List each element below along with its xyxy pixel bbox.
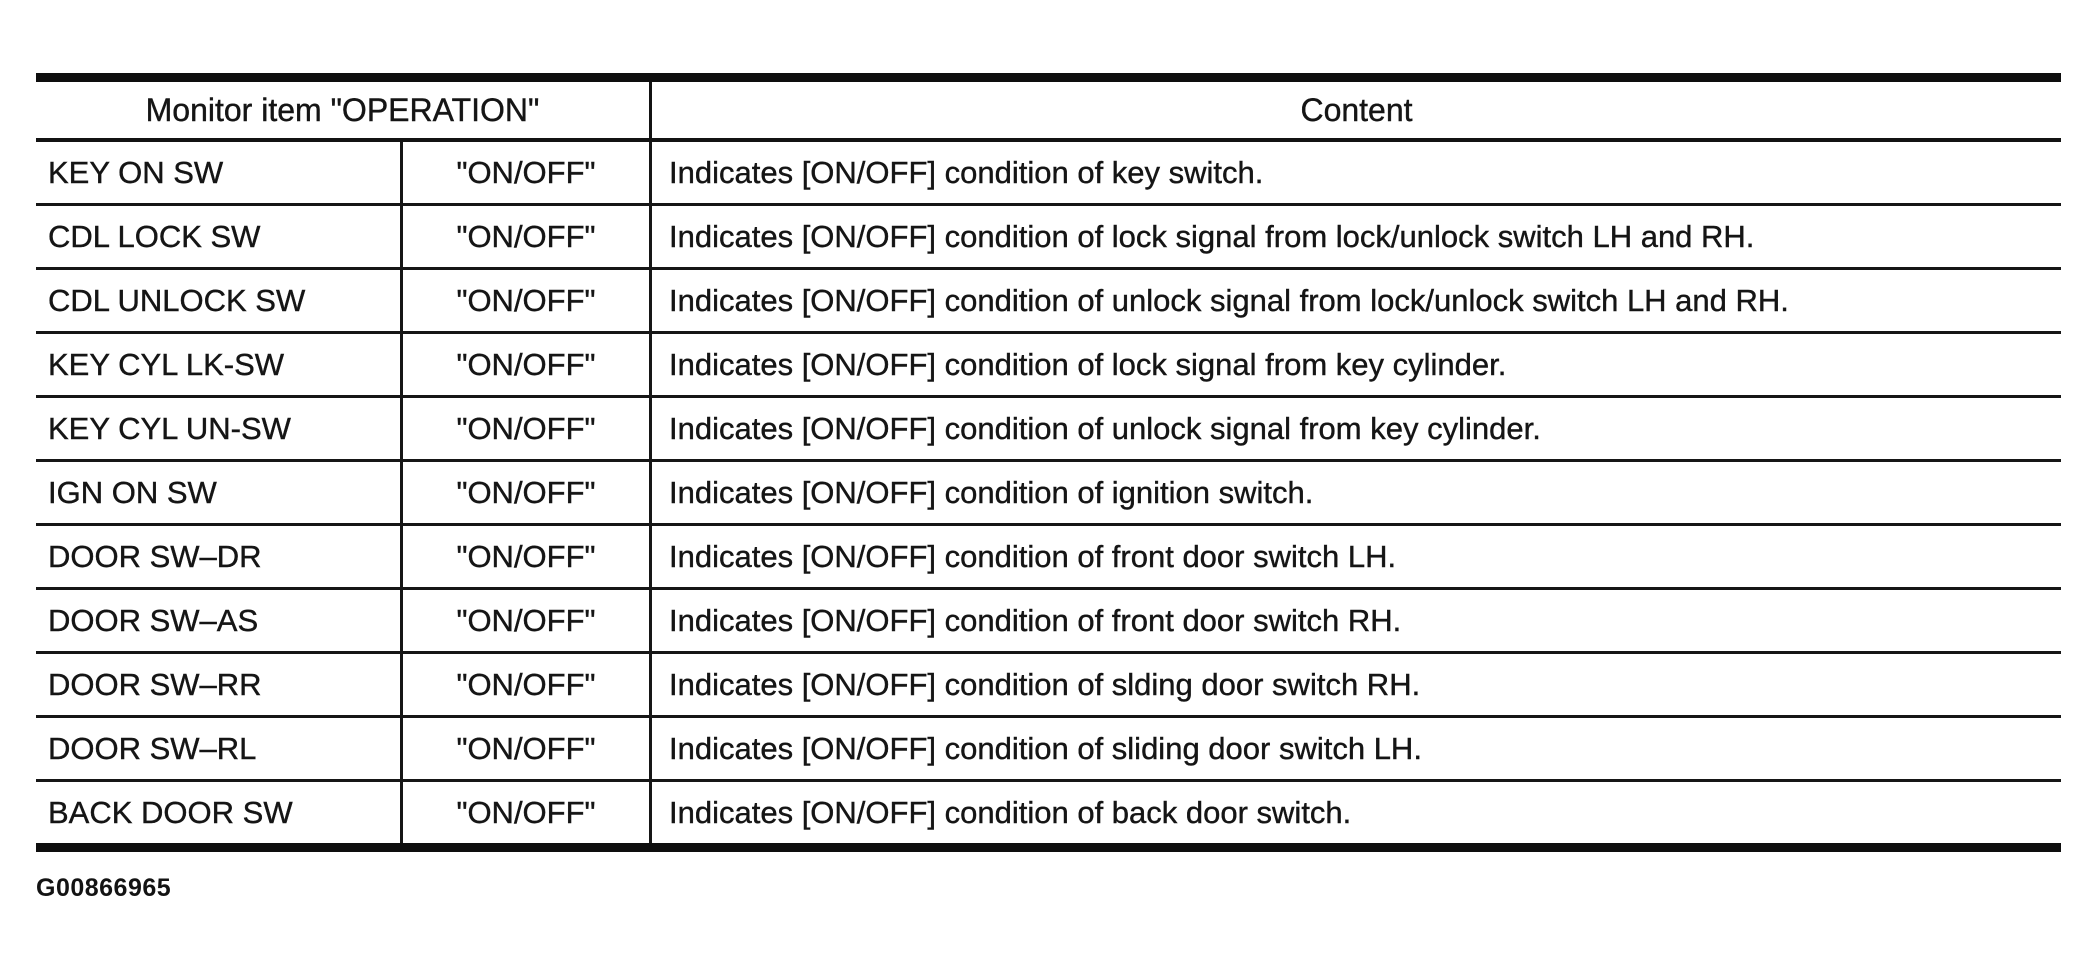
- table-row: DOOR SW–RL "ON/OFF" Indicates [ON/OFF] c…: [36, 715, 2061, 779]
- header-cell-monitor-item: Monitor item "OPERATION": [36, 82, 652, 138]
- operation-cell: "ON/OFF": [403, 462, 652, 523]
- content-cell: Indicates [ON/OFF] condition of sliding …: [652, 718, 2061, 779]
- monitor-item-label: KEY ON SW: [48, 154, 224, 190]
- operation-value: "ON/OFF": [456, 154, 596, 190]
- operation-cell: "ON/OFF": [403, 206, 652, 267]
- content-cell: Indicates [ON/OFF] condition of slding d…: [652, 654, 2061, 715]
- monitor-item-cell: KEY CYL LK-SW: [36, 334, 403, 395]
- table-row: CDL UNLOCK SW "ON/OFF" Indicates [ON/OFF…: [36, 267, 2061, 331]
- content-text: Indicates [ON/OFF] condition of key swit…: [669, 154, 1264, 190]
- operation-value: "ON/OFF": [456, 410, 596, 446]
- monitor-item-cell: BACK DOOR SW: [36, 782, 403, 843]
- content-text: Indicates [ON/OFF] condition of lock sig…: [669, 218, 1755, 254]
- content-text: Indicates [ON/OFF] condition of sliding …: [669, 730, 1422, 766]
- operation-cell: "ON/OFF": [403, 398, 652, 459]
- monitor-item-cell: DOOR SW–RR: [36, 654, 403, 715]
- table-row: IGN ON SW "ON/OFF" Indicates [ON/OFF] co…: [36, 459, 2061, 523]
- content-text: Indicates [ON/OFF] condition of slding d…: [669, 666, 1421, 702]
- content-text: Indicates [ON/OFF] condition of unlock s…: [669, 410, 1541, 446]
- content-text: Indicates [ON/OFF] condition of lock sig…: [669, 346, 1507, 382]
- operation-value: "ON/OFF": [456, 730, 596, 766]
- operation-cell: "ON/OFF": [403, 590, 652, 651]
- table-body: KEY ON SW "ON/OFF" Indicates [ON/OFF] co…: [36, 142, 2061, 843]
- table-header-row: Monitor item "OPERATION" Content: [36, 82, 2061, 142]
- figure-id-label: G00866965: [36, 874, 172, 902]
- monitor-item-cell: KEY CYL UN-SW: [36, 398, 403, 459]
- operation-cell: "ON/OFF": [403, 654, 652, 715]
- monitor-item-table: Monitor item "OPERATION" Content KEY ON …: [36, 73, 2061, 852]
- table-row: DOOR SW–AS "ON/OFF" Indicates [ON/OFF] c…: [36, 587, 2061, 651]
- table-row: KEY CYL UN-SW "ON/OFF" Indicates [ON/OFF…: [36, 395, 2061, 459]
- monitor-item-label: KEY CYL LK-SW: [48, 346, 285, 382]
- content-cell: Indicates [ON/OFF] condition of unlock s…: [652, 398, 2061, 459]
- monitor-item-label: DOOR SW–DR: [48, 538, 262, 574]
- content-cell: Indicates [ON/OFF] condition of lock sig…: [652, 334, 2061, 395]
- operation-value: "ON/OFF": [456, 218, 596, 254]
- table-row: DOOR SW–RR "ON/OFF" Indicates [ON/OFF] c…: [36, 651, 2061, 715]
- monitor-item-cell: DOOR SW–RL: [36, 718, 403, 779]
- content-text: Indicates [ON/OFF] condition of back doo…: [669, 794, 1352, 830]
- monitor-item-label: KEY CYL UN-SW: [48, 410, 291, 446]
- monitor-item-cell: IGN ON SW: [36, 462, 403, 523]
- operation-value: "ON/OFF": [456, 474, 596, 510]
- operation-value: "ON/OFF": [456, 666, 596, 702]
- operation-value: "ON/OFF": [456, 346, 596, 382]
- operation-cell: "ON/OFF": [403, 270, 652, 331]
- operation-cell: "ON/OFF": [403, 334, 652, 395]
- content-cell: Indicates [ON/OFF] condition of front do…: [652, 526, 2061, 587]
- monitor-item-label: BACK DOOR SW: [48, 794, 293, 830]
- operation-value: "ON/OFF": [456, 538, 596, 574]
- monitor-item-label: DOOR SW–AS: [48, 602, 259, 638]
- operation-cell: "ON/OFF": [403, 142, 652, 203]
- monitor-item-cell: CDL LOCK SW: [36, 206, 403, 267]
- content-cell: Indicates [ON/OFF] condition of lock sig…: [652, 206, 2061, 267]
- table-row: KEY ON SW "ON/OFF" Indicates [ON/OFF] co…: [36, 142, 2061, 203]
- table-row: BACK DOOR SW "ON/OFF" Indicates [ON/OFF]…: [36, 779, 2061, 843]
- monitor-item-cell: DOOR SW–AS: [36, 590, 403, 651]
- monitor-item-cell: CDL UNLOCK SW: [36, 270, 403, 331]
- table-row: DOOR SW–DR "ON/OFF" Indicates [ON/OFF] c…: [36, 523, 2061, 587]
- content-text: Indicates [ON/OFF] condition of unlock s…: [669, 282, 1789, 318]
- header-cell-content: Content: [652, 82, 2061, 138]
- monitor-item-label: CDL UNLOCK SW: [48, 282, 306, 318]
- content-cell: Indicates [ON/OFF] condition of key swit…: [652, 142, 2061, 203]
- header-content-label: Content: [1300, 91, 1413, 128]
- monitor-item-label: CDL LOCK SW: [48, 218, 261, 254]
- content-cell: Indicates [ON/OFF] condition of back doo…: [652, 782, 2061, 843]
- monitor-item-label: DOOR SW–RL: [48, 730, 257, 766]
- content-text: Indicates [ON/OFF] condition of front do…: [669, 538, 1397, 574]
- operation-cell: "ON/OFF": [403, 526, 652, 587]
- operation-value: "ON/OFF": [456, 794, 596, 830]
- operation-value: "ON/OFF": [456, 282, 596, 318]
- content-text: Indicates [ON/OFF] condition of ignition…: [669, 474, 1314, 510]
- header-monitor-item-label: Monitor item "OPERATION": [145, 91, 540, 128]
- content-text: Indicates [ON/OFF] condition of front do…: [669, 602, 1402, 638]
- content-cell: Indicates [ON/OFF] condition of unlock s…: [652, 270, 2061, 331]
- operation-cell: "ON/OFF": [403, 782, 652, 843]
- content-cell: Indicates [ON/OFF] condition of ignition…: [652, 462, 2061, 523]
- monitor-item-cell: DOOR SW–DR: [36, 526, 403, 587]
- monitor-item-cell: KEY ON SW: [36, 142, 403, 203]
- table-row: KEY CYL LK-SW "ON/OFF" Indicates [ON/OFF…: [36, 331, 2061, 395]
- table-row: CDL LOCK SW "ON/OFF" Indicates [ON/OFF] …: [36, 203, 2061, 267]
- operation-value: "ON/OFF": [456, 602, 596, 638]
- operation-cell: "ON/OFF": [403, 718, 652, 779]
- monitor-item-label: DOOR SW–RR: [48, 666, 262, 702]
- content-cell: Indicates [ON/OFF] condition of front do…: [652, 590, 2061, 651]
- monitor-item-label: IGN ON SW: [48, 474, 217, 510]
